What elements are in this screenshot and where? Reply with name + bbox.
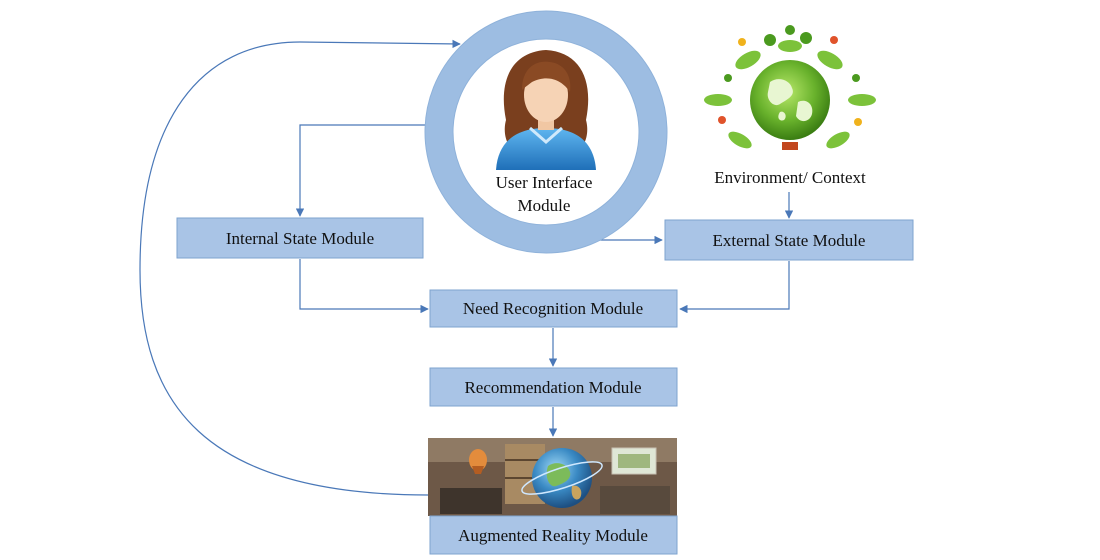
need-recognition-label: Need Recognition Module	[463, 299, 643, 318]
external-state-module: External State Module	[664, 219, 914, 261]
user-avatar-icon	[496, 50, 596, 170]
ui-to-internal-arrow	[295, 124, 430, 217]
feedback-arrow	[139, 39, 461, 496]
environment-context: Environment/ Context	[704, 25, 876, 187]
augmented-reality-module: Augmented Reality Module	[428, 438, 678, 555]
internal-state-label: Internal State Module	[226, 229, 374, 248]
ui-label-line1: User Interface	[496, 173, 593, 192]
external-state-label: External State Module	[713, 231, 866, 250]
earth-globe-icon	[704, 25, 876, 150]
ui-label-line2: Module	[518, 196, 571, 215]
ui-ring	[425, 11, 667, 253]
ar-globe-scene	[428, 438, 677, 516]
external-to-need-arrow	[679, 261, 790, 314]
need-recognition-module: Need Recognition Module	[429, 289, 678, 328]
internal-to-need-arrow	[299, 259, 429, 314]
user-interface-module: User Interface Module	[424, 10, 668, 254]
recommendation-label: Recommendation Module	[464, 378, 641, 397]
environment-label: Environment/ Context	[714, 168, 866, 187]
recommendation-module: Recommendation Module	[429, 367, 678, 407]
internal-state-module: Internal State Module	[176, 217, 424, 259]
augmented-reality-label: Augmented Reality Module	[458, 526, 648, 545]
